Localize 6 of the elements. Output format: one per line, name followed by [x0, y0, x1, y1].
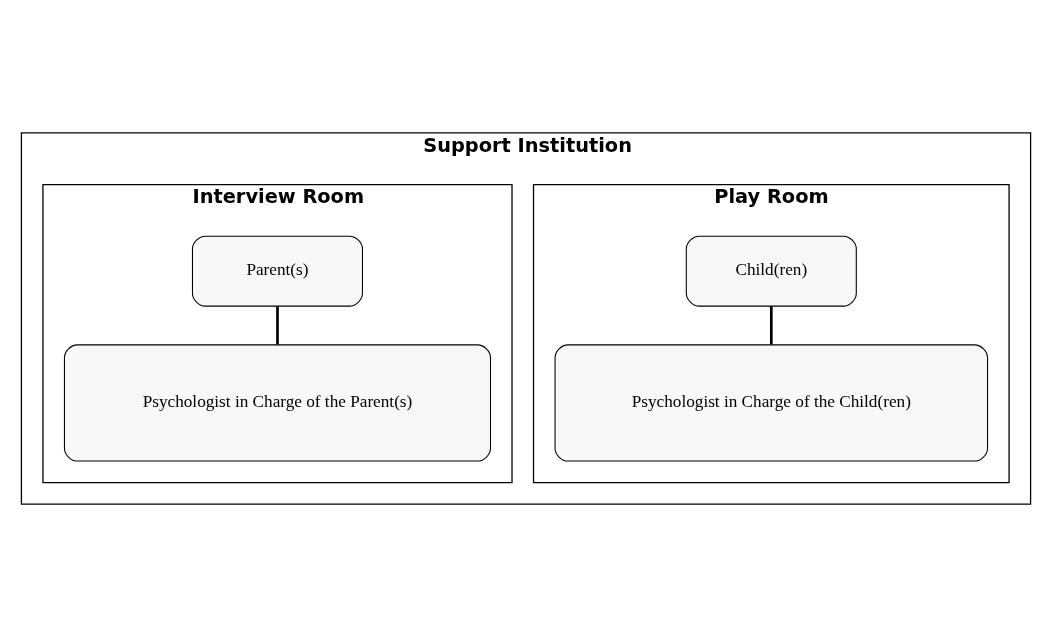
node-box: Psychologist in Charge of the Child(ren): [554, 344, 989, 462]
node-box: Child(ren): [685, 235, 857, 307]
node-box: Psychologist in Charge of the Parent(s): [63, 344, 492, 462]
connector: [769, 306, 773, 345]
node-box: Parent(s): [191, 235, 363, 307]
connector: [276, 306, 279, 345]
